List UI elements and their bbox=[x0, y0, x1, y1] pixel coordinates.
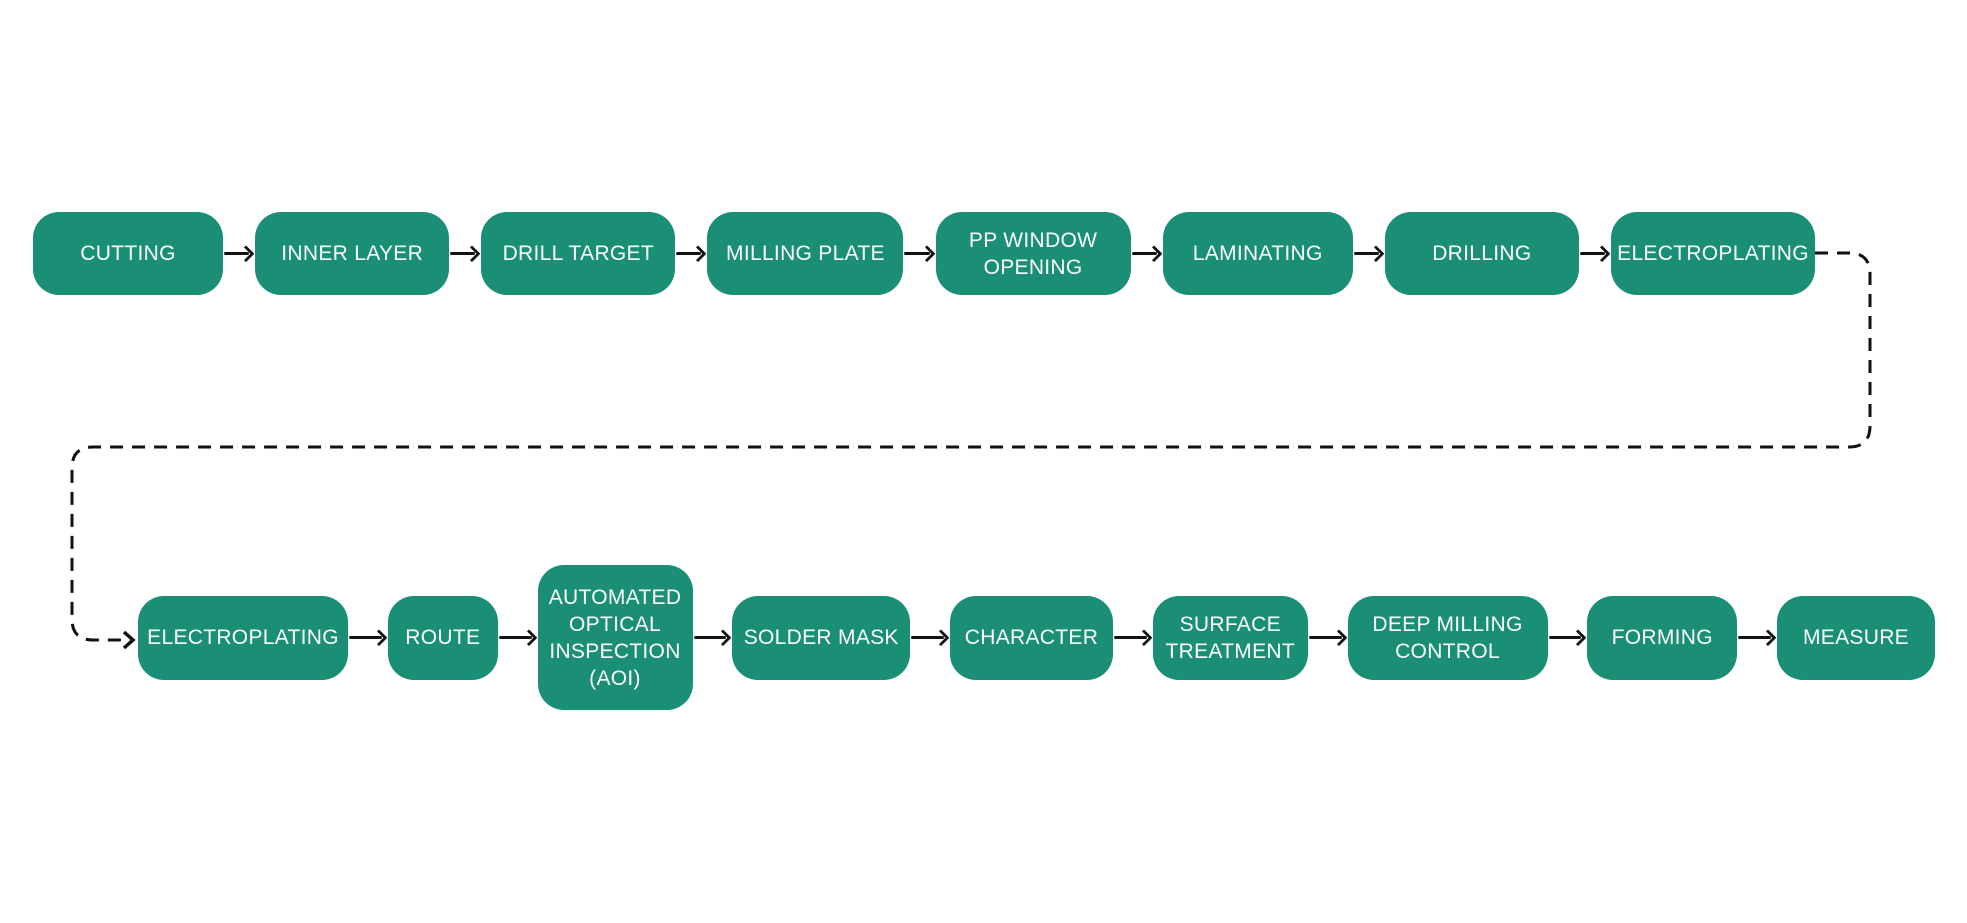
arrow-right-icon bbox=[910, 626, 950, 650]
flow-step-label: CUTTING bbox=[80, 242, 176, 265]
flow-step-label: DEEP MILLING CONTROL bbox=[1372, 612, 1523, 663]
arrow-right-icon bbox=[1113, 626, 1153, 650]
flow-step-character: CHARACTER bbox=[950, 595, 1113, 680]
flow-step-label: SOLDER MASK bbox=[743, 626, 899, 649]
flow-step-label: ROUTE bbox=[405, 626, 481, 649]
arrow-right-icon bbox=[693, 626, 733, 650]
flow-step-forming: FORMING bbox=[1587, 595, 1738, 680]
flow-step-label: MEASURE bbox=[1803, 626, 1909, 649]
flow-step-label: MILLING PLATE bbox=[726, 242, 885, 265]
arrow-right-icon bbox=[1308, 626, 1348, 650]
flow-step-label: CHARACTER bbox=[964, 626, 1099, 649]
arrow-right-icon bbox=[1131, 242, 1163, 266]
flow-step-label: DRILL TARGET bbox=[502, 242, 654, 265]
flow-step-solder-mask: SOLDER MASK bbox=[732, 595, 911, 680]
flow-step-measure: MEASURE bbox=[1777, 595, 1935, 680]
arrow-right-icon bbox=[449, 242, 481, 266]
flow-step-electroplating-1: ELECTROPLATING bbox=[1610, 212, 1815, 295]
arrow-right-icon bbox=[903, 242, 935, 266]
flow-step-drilling: DRILLING bbox=[1384, 212, 1579, 295]
flow-step-drill-target: DRILL TARGET bbox=[481, 212, 676, 295]
arrow-right-icon bbox=[1353, 242, 1385, 266]
flow-step-cutting: CUTTING bbox=[33, 212, 223, 295]
flow-step-label: DRILLING bbox=[1432, 242, 1532, 265]
flow-step-inner-layer: INNER LAYER bbox=[255, 212, 450, 295]
flow-step-surface-treatment: SURFACE TREATMENT bbox=[1152, 595, 1308, 680]
flow-step-pp-window-opening: PP WINDOW OPENING bbox=[935, 212, 1131, 295]
arrow-right-icon bbox=[498, 626, 538, 650]
arrow-right-icon bbox=[1579, 242, 1611, 266]
flow-step-deep-milling-control: DEEP MILLING CONTROL bbox=[1347, 595, 1548, 680]
flow-step-label: ELECTROPLATING bbox=[147, 626, 339, 649]
flow-step-electroplating-2: ELECTROPLATING bbox=[138, 595, 348, 680]
arrow-right-icon bbox=[675, 242, 707, 266]
arrow-right-icon bbox=[1737, 626, 1777, 650]
return-connector-arrowhead bbox=[122, 630, 136, 650]
flow-step-label: AUTOMATED OPTICAL INSPECTION (AOI) bbox=[548, 585, 682, 690]
flow-step-automated-optical-inspection: AUTOMATED OPTICAL INSPECTION (AOI) bbox=[537, 565, 693, 710]
arrow-right-icon bbox=[1548, 626, 1588, 650]
flow-row-top: CUTTING INNER LAYER DRILL TARGET MILLING… bbox=[33, 212, 1815, 295]
flow-row-bottom: ELECTROPLATING ROUTE AUTOMATED OPTICAL I… bbox=[138, 565, 1935, 710]
flow-step-laminating: LAMINATING bbox=[1162, 212, 1353, 295]
flow-step-label: PP WINDOW OPENING bbox=[968, 228, 1098, 279]
flow-step-label: FORMING bbox=[1611, 626, 1713, 649]
flow-step-label: ELECTROPLATING bbox=[1617, 242, 1809, 265]
flow-step-label: SURFACE TREATMENT bbox=[1165, 612, 1295, 663]
arrow-right-icon bbox=[223, 242, 255, 266]
arrow-right-icon bbox=[348, 626, 388, 650]
flow-step-milling-plate: MILLING PLATE bbox=[707, 212, 904, 295]
flow-step-route: ROUTE bbox=[387, 595, 498, 680]
flow-step-label: LAMINATING bbox=[1192, 242, 1323, 265]
flow-step-label: INNER LAYER bbox=[281, 242, 424, 265]
